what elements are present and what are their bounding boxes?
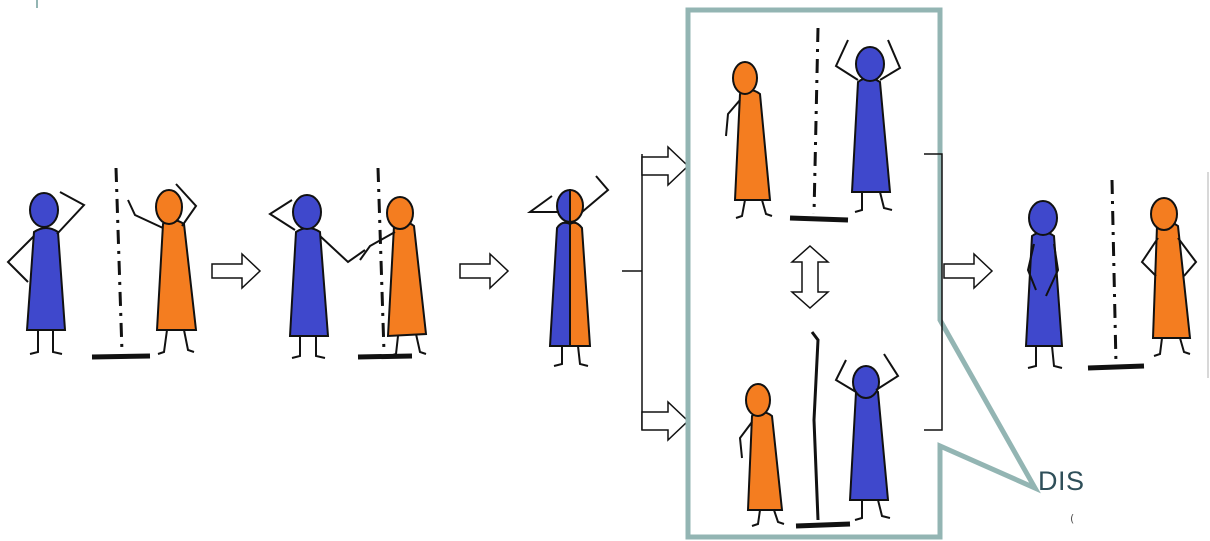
final-barrier <box>1087 179 1145 371</box>
panel-1-barrier <box>91 167 151 360</box>
outcome-top-figure-orange <box>725 61 773 219</box>
final-figure-blue <box>1024 200 1064 369</box>
outcome-top-barrier <box>789 27 849 223</box>
right-arrow-icon <box>641 400 690 442</box>
merge-bracket <box>924 153 943 431</box>
panel-2-figure-orange <box>359 196 428 357</box>
right-arrow-icon <box>459 252 510 290</box>
panel-1-figure-blue <box>6 191 86 355</box>
panel-2-barrier <box>357 167 413 360</box>
right-arrow-icon <box>641 145 690 187</box>
outcome-top-figure-blue <box>834 39 902 213</box>
callout-box <box>685 7 1041 540</box>
callout-label: DIS <box>1038 466 1085 496</box>
panel-2-figure-blue <box>268 194 366 359</box>
panel-1-figure-orange <box>127 183 198 355</box>
branch-bracket <box>622 154 643 430</box>
double-arrow-icon <box>790 244 830 310</box>
panel-3-merged-figure <box>526 175 610 367</box>
right-arrow-icon <box>943 252 994 290</box>
outcome-bottom-barrier <box>795 331 851 529</box>
callout-mark: ( <box>1070 512 1075 525</box>
outcome-bottom-figure-orange <box>738 383 785 527</box>
outcome-bottom-figure-blue <box>834 353 900 521</box>
final-figure-orange <box>1140 197 1198 357</box>
right-arrow-icon <box>211 252 262 290</box>
